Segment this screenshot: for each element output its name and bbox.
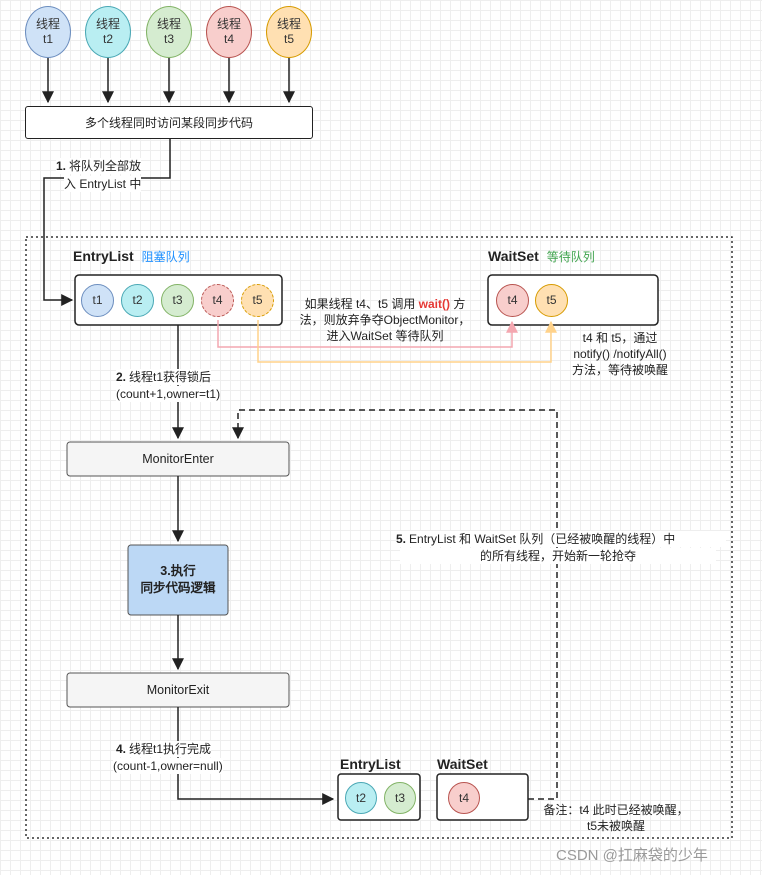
- bottom-entrylist-item-t3: t3: [384, 782, 416, 814]
- entrylist-title: EntryList: [73, 248, 134, 264]
- arrow-wait-t5: [257, 320, 557, 363]
- entrylist-item-t2: t2: [121, 284, 154, 317]
- step5-label-2: 的所有线程，开始新一轮抢夺: [400, 548, 716, 564]
- exec-line1: 3.执行: [160, 564, 196, 578]
- waitset-item-label: t4: [507, 293, 518, 307]
- thread-id: t1: [42, 32, 53, 46]
- waitset-subtitle: 等待队列: [546, 250, 595, 264]
- waitset-title-row: WaitSet 等待队列: [488, 247, 595, 266]
- waitset-title: WaitSet: [488, 248, 539, 264]
- waitset-box: [487, 274, 659, 326]
- notify-note-line2: notify() /notifyAll(): [573, 347, 667, 361]
- step4-label: 4.线程t1执行完成: [116, 741, 212, 757]
- monitor-enter-text-wrap: MonitorEnter: [67, 442, 289, 476]
- step1-label-2: 入 EntryList 中: [64, 176, 142, 192]
- thread-label: 线程: [276, 17, 301, 31]
- step5-num: 5.: [396, 532, 407, 546]
- notify-note-line3: 方法，等待被唤醒: [571, 363, 668, 377]
- thread-circle-t3: 线程 t3: [146, 6, 192, 58]
- step4-line2: (count-1,owner=null): [113, 759, 223, 773]
- bottom-entrylist-title: EntryList: [340, 756, 401, 772]
- thread-id: t5: [283, 32, 294, 46]
- exec-line2: 同步代码逻辑: [140, 581, 216, 595]
- step4-label-2: (count-1,owner=null): [113, 758, 223, 774]
- watermark: CSDN @扛麻袋的少年: [556, 847, 708, 864]
- remark-line1: 备注：t4 此时已经被唤醒，: [543, 803, 689, 817]
- step5-line1: EntryList 和 WaitSet 队列（已经被唤醒的线程）中: [409, 532, 676, 546]
- step5-line2: 的所有线程，开始新一轮抢夺: [479, 549, 636, 563]
- entrylist-item-label: t5: [252, 293, 263, 307]
- wait-note-line3: 进入WaitSet 等待队列: [326, 329, 444, 343]
- thread-id: t4: [223, 32, 234, 46]
- step2-label: 2.线程t1获得锁后: [116, 369, 212, 385]
- thread-circle-t1: 线程 t1: [25, 6, 71, 58]
- bottom-waitset-item-label: t4: [458, 790, 469, 805]
- step2-line1: 线程t1获得锁后: [129, 370, 212, 384]
- entrylist-item-t5: t5: [241, 284, 274, 317]
- exec-text-wrap: 3.执行 同步代码逻辑: [128, 545, 228, 615]
- step4-num: 4.: [116, 742, 127, 756]
- thread-label: 线程: [156, 17, 181, 31]
- entrylist-item-t1: t1: [81, 284, 114, 317]
- thread-circle-t4: 线程 t4: [206, 6, 252, 58]
- thread-id: t3: [163, 32, 174, 46]
- thread-id: t2: [102, 32, 113, 46]
- notify-note: t4 和 t5，通过 notify() /notifyAll() 方法，等待被唤…: [556, 330, 684, 378]
- thread-label: 线程: [35, 17, 60, 31]
- bottom-waitset-item-t4: t4: [448, 782, 480, 814]
- thread-circle-t2: 线程 t2: [85, 6, 131, 58]
- thread-label: 线程: [95, 17, 120, 31]
- thread-label: 线程: [216, 17, 241, 31]
- step5-label: 5.EntryList 和 WaitSet 队列（已经被唤醒的线程）中: [396, 531, 726, 547]
- entrylist-item-label: t4: [212, 293, 223, 307]
- wait-note: 如果线程 t4、t5 调用 wait() 方 法，则放弃争夺ObjectMoni…: [282, 296, 488, 344]
- step2-num: 2.: [116, 370, 127, 384]
- entrylist-item-label: t3: [172, 293, 183, 307]
- step4-line1: 线程t1执行完成: [129, 742, 212, 756]
- step1-line1: 将队列全部放: [69, 159, 142, 173]
- entrylist-subtitle: 阻塞队列: [141, 250, 190, 264]
- bottom-entrylist-item-label: t2: [355, 790, 366, 805]
- step1-num: 1.: [56, 159, 67, 173]
- wait-keyword: wait(): [418, 297, 451, 311]
- bottom-entrylist-item-t2: t2: [345, 782, 377, 814]
- entrylist-item-t3: t3: [161, 284, 194, 317]
- monitor-enter-label: MonitorEnter: [142, 452, 214, 466]
- bottom-entrylist-item-label: t3: [394, 790, 405, 805]
- waitset-item-label: t5: [546, 293, 557, 307]
- remark-line2: t5未被唤醒: [586, 819, 645, 833]
- step1-label: 1.将队列全部放: [56, 158, 142, 174]
- step1-line2: 入 EntryList 中: [64, 177, 142, 191]
- access-box-label: 多个线程同时访问某段同步代码: [84, 116, 253, 130]
- entrylist-title-row: EntryList 阻塞队列: [73, 247, 190, 266]
- remark-note: 备注：t4 此时已经被唤醒， t5未被唤醒: [532, 802, 700, 834]
- access-box: 多个线程同时访问某段同步代码: [25, 106, 313, 139]
- thread-circle-t5: 线程 t5: [266, 6, 312, 58]
- monitor-exit-label: MonitorExit: [146, 683, 210, 697]
- notify-note-line1: t4 和 t5，通过: [582, 331, 658, 345]
- bottom-waitset-title: WaitSet: [437, 756, 488, 772]
- arrow-step4: [177, 707, 335, 805]
- arrow-step1: [43, 139, 171, 306]
- step2-line2: (count+1,owner=t1): [116, 387, 221, 401]
- waitset-item-t5: t5: [535, 284, 568, 317]
- step2-label-2: (count+1,owner=t1): [116, 386, 221, 402]
- monitor-exit-text-wrap: MonitorExit: [67, 673, 289, 707]
- arrow-wait-t4: [217, 320, 518, 348]
- entrylist-item-label: t2: [132, 293, 143, 307]
- wait-note-line1: 如果线程 t4、t5 调用 wait() 方: [304, 297, 466, 311]
- outer-dotted-container: [25, 236, 733, 839]
- entrylist-item-t4: t4: [201, 284, 234, 317]
- wait-note-line2: 法，则放弃争夺ObjectMonitor，: [299, 313, 471, 327]
- waitset-item-t4: t4: [496, 284, 529, 317]
- entrylist-item-label: t1: [92, 293, 103, 307]
